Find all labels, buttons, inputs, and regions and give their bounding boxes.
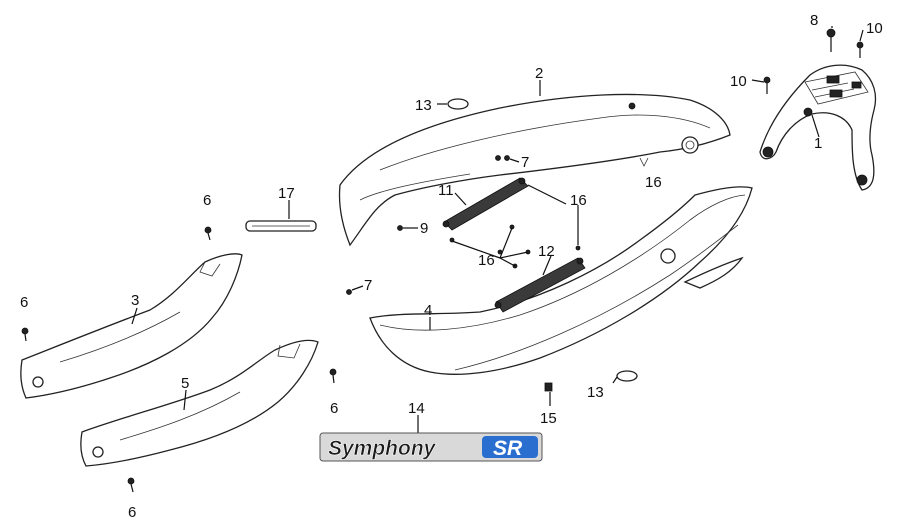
clip-7-a (504, 155, 510, 161)
clip-16-b (575, 245, 581, 251)
screw-6-a (204, 226, 212, 241)
clip-9 (397, 225, 403, 231)
clip-15 (544, 382, 553, 392)
label-10-b: 10 (866, 20, 883, 37)
label-1: 1 (814, 135, 822, 152)
logo-sr-badge (482, 436, 538, 458)
screw-6-d (127, 477, 135, 493)
label-16-c: 16 (478, 252, 495, 269)
label-11: 11 (438, 182, 454, 199)
symphony-sr-logo: Symphony SR (319, 432, 543, 462)
label-7-a: 7 (521, 154, 529, 171)
label-2: 2 (535, 65, 543, 82)
label-3: 3 (131, 292, 139, 309)
grille-11-part (442, 177, 529, 231)
logo-brand-text: Symphony (328, 437, 437, 460)
clip-16-c (449, 224, 531, 269)
label-17: 17 (278, 185, 295, 202)
label-15: 15 (540, 410, 557, 427)
label-9: 9 (420, 220, 428, 237)
label-7-b: 7 (364, 277, 372, 294)
bolt-10-a (856, 41, 864, 58)
grille-12-part (494, 257, 586, 313)
leader-lines (131, 26, 864, 434)
side-cover-5-part (80, 339, 319, 467)
label-16-b: 16 (570, 192, 587, 209)
label-16-a: 16 (645, 174, 662, 191)
logo-model-text: SR (493, 437, 523, 460)
bolt-8 (826, 28, 836, 52)
rear-body-cover-upper-part (338, 93, 731, 247)
screw-6-b (21, 327, 29, 342)
screw-6-c (329, 368, 337, 384)
strip-17-part (245, 220, 317, 232)
label-13-b: 13 (587, 384, 604, 401)
bolt-10-b (763, 76, 771, 94)
label-5: 5 (181, 375, 189, 392)
rear-body-cover-lower-part (369, 186, 753, 375)
part-number-labels: 1 2 3 4 5 6 6 6 6 7 7 8 9 10 10 11 12 13… (20, 12, 883, 521)
label-6-c: 6 (330, 400, 338, 417)
washer-13-b (616, 370, 638, 382)
label-14: 14 (408, 400, 425, 417)
label-8: 8 (810, 12, 818, 29)
clip-7-b (346, 289, 352, 295)
label-6-d: 6 (128, 504, 136, 521)
clip-16-a (639, 157, 649, 167)
rear-carrier-part (759, 64, 877, 191)
label-6-b: 6 (20, 294, 28, 311)
label-6-a: 6 (203, 192, 211, 209)
side-cover-3-part (20, 253, 243, 399)
label-4: 4 (424, 302, 432, 319)
washer-13-a (447, 98, 469, 110)
label-10-a: 10 (730, 73, 747, 90)
label-12: 12 (538, 243, 555, 260)
label-13-a: 13 (415, 97, 432, 114)
